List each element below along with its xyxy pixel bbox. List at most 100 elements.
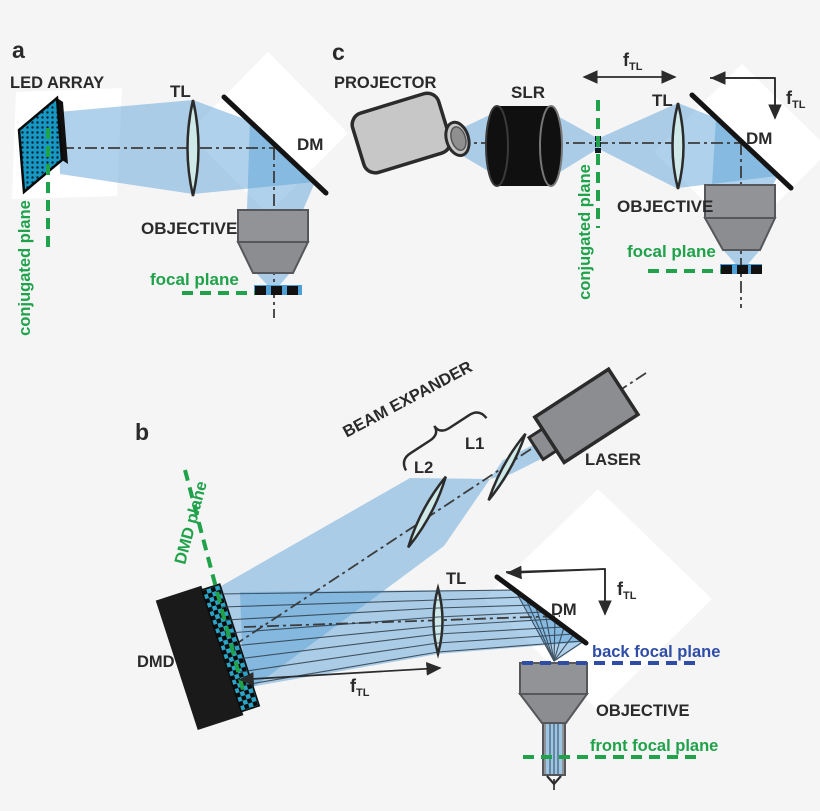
f-subscript: TL xyxy=(623,590,637,602)
dmd-plane-line-b xyxy=(183,469,245,691)
sample-square xyxy=(751,265,762,274)
tl-label-b: TL xyxy=(446,570,466,588)
led-array-side xyxy=(57,98,68,164)
sample-square xyxy=(255,286,266,295)
objective-c xyxy=(703,184,777,251)
white-backdrop-b-dm xyxy=(484,489,712,711)
back-focal-plane-label: back focal plane xyxy=(592,643,720,661)
axis-b-horizontal xyxy=(243,615,561,628)
dichroic-mirror-b xyxy=(494,574,589,646)
projector-lens-inner xyxy=(450,126,467,151)
slr-back-cap xyxy=(539,105,563,187)
beam-a-reflected xyxy=(247,121,315,210)
panel-c-letter: c xyxy=(332,39,345,65)
beam-c-reflected xyxy=(712,118,778,186)
slr-label: SLR xyxy=(511,83,545,102)
sample-squares xyxy=(255,265,762,295)
objective-a-body xyxy=(237,209,309,243)
objective-b-body xyxy=(519,662,588,695)
front-focal-plane-label: front focal plane xyxy=(590,737,718,755)
laser-body xyxy=(532,366,641,465)
beam-exit-chevron xyxy=(546,775,562,786)
panel-b-letter: b xyxy=(135,419,149,445)
focus-dot xyxy=(595,148,601,153)
f-symbol: f xyxy=(786,88,793,108)
labels-panel-a: a LED ARRAY TL DM OBJECTIVE conjugated p… xyxy=(10,37,323,336)
beam-b-focus-to-l2 xyxy=(410,478,490,546)
ray xyxy=(228,611,555,662)
f-symbol: f xyxy=(623,50,630,70)
projector-body xyxy=(350,91,453,175)
f-symbol: f xyxy=(350,676,357,696)
ftl-arrowhead-b-left xyxy=(506,565,606,580)
tl-label-a: TL xyxy=(170,82,191,101)
beam-c-slr-to-focus xyxy=(552,113,599,177)
tube-lens-a xyxy=(186,99,200,197)
ftl-label-c2: fTL xyxy=(786,88,806,111)
led-array xyxy=(17,95,68,195)
ftl-label-b2: fTL xyxy=(617,579,637,602)
objective-c-body xyxy=(704,184,776,219)
ray xyxy=(221,596,555,662)
l2-label: L2 xyxy=(414,459,433,477)
dm-label-b: DM xyxy=(551,601,577,619)
optical-axes xyxy=(62,142,744,790)
lens-l1-glass xyxy=(487,432,527,502)
tube-lens-c xyxy=(671,102,685,190)
lens-l2 xyxy=(407,475,447,549)
focal-plane-label-a: focal plane xyxy=(150,270,239,289)
objective-b-nose xyxy=(517,693,589,724)
laser-label: LASER xyxy=(585,451,641,469)
sample-square xyxy=(287,286,298,295)
dichroic-mirror-c xyxy=(689,92,794,191)
labels-panel-c: c PROJECTOR SLR fTL TL DM fTL OBJECTIVE … xyxy=(332,39,806,300)
ray xyxy=(217,589,555,662)
objective-a xyxy=(236,209,310,274)
ftl-arrow-b1 xyxy=(238,662,442,686)
f-subscript: TL xyxy=(629,61,643,73)
curly-brace xyxy=(402,411,488,472)
l1-label: L1 xyxy=(465,435,484,453)
objective-label-c: OBJECTIVE xyxy=(617,197,713,216)
slr-front-cap xyxy=(485,105,509,187)
projector-label: PROJECTOR xyxy=(334,74,436,92)
beam-c-focus-to-tl xyxy=(597,103,678,189)
objective-label-a: OBJECTIVE xyxy=(141,219,237,238)
axis-b-diagonal xyxy=(232,372,647,647)
dm-label-a: DM xyxy=(297,135,323,154)
objective-label-b: OBJECTIVE xyxy=(596,702,690,720)
panel-a-letter: a xyxy=(12,37,25,63)
ray xyxy=(225,604,555,662)
objective-a-nose xyxy=(236,241,310,274)
beam-expander-brace xyxy=(402,411,488,472)
focal-plane-label-c: focal plane xyxy=(627,242,716,261)
dmd-body xyxy=(155,585,244,730)
beam-a-focus-cone xyxy=(256,273,290,292)
sample-square xyxy=(721,265,732,274)
ftl-label-c1: fTL xyxy=(623,50,643,73)
ftl-label-b1: fTL xyxy=(350,676,370,699)
ray xyxy=(236,626,565,662)
objective-c-nose xyxy=(703,217,777,251)
sample-square xyxy=(737,265,748,274)
tl-label-c: TL xyxy=(652,91,673,110)
led-array-face xyxy=(17,95,64,195)
sample-square xyxy=(271,286,282,295)
slr-lens xyxy=(485,105,563,187)
f-subscript: TL xyxy=(792,99,806,111)
lens-l1 xyxy=(487,432,527,502)
dichroic-mirror-a xyxy=(221,94,329,196)
ray xyxy=(239,633,576,673)
beam-expander-label: BEAM EXPANDER xyxy=(340,358,475,441)
projector xyxy=(350,91,471,175)
f-symbol: f xyxy=(617,579,624,599)
ray xyxy=(232,618,556,662)
annotation-arrows xyxy=(238,70,782,786)
conjugated-plane-label-a: conjugated plane xyxy=(16,200,34,336)
dm-label-c: DM xyxy=(746,129,772,148)
objective-b xyxy=(517,662,589,776)
dmd-plane-label: DMD plane xyxy=(171,479,210,566)
tube-lens-b xyxy=(432,583,444,659)
